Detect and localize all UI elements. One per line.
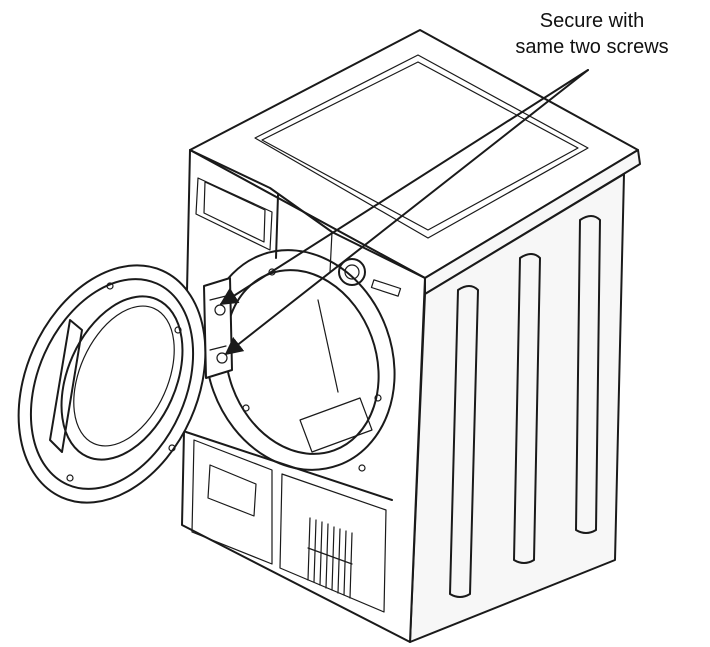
screw-icon <box>168 444 176 452</box>
door-hinge <box>203 277 233 379</box>
open-door[interactable] <box>0 236 241 533</box>
display-icon <box>370 279 402 297</box>
hinge-screw-lower-icon <box>216 352 228 364</box>
screw-icon <box>174 326 182 334</box>
door-handle[interactable] <box>49 319 83 453</box>
callout-label: Secure with same two screws <box>482 8 702 60</box>
door-opening <box>204 249 396 472</box>
arrow-pointer-icon <box>224 69 589 356</box>
program-knob-icon[interactable] <box>338 258 366 286</box>
screw-icon <box>66 474 74 482</box>
callout-arrows <box>219 69 589 356</box>
screw-icon <box>106 282 114 290</box>
hinge-screw-upper-icon <box>214 304 226 316</box>
callout-line-2: same two screws <box>515 36 669 58</box>
control-panel <box>189 149 426 297</box>
vent-grille <box>307 517 353 599</box>
lower-front-panel <box>185 431 393 613</box>
callout-line-1: Secure with <box>539 10 645 32</box>
arrow-pointer-icon <box>219 69 589 305</box>
